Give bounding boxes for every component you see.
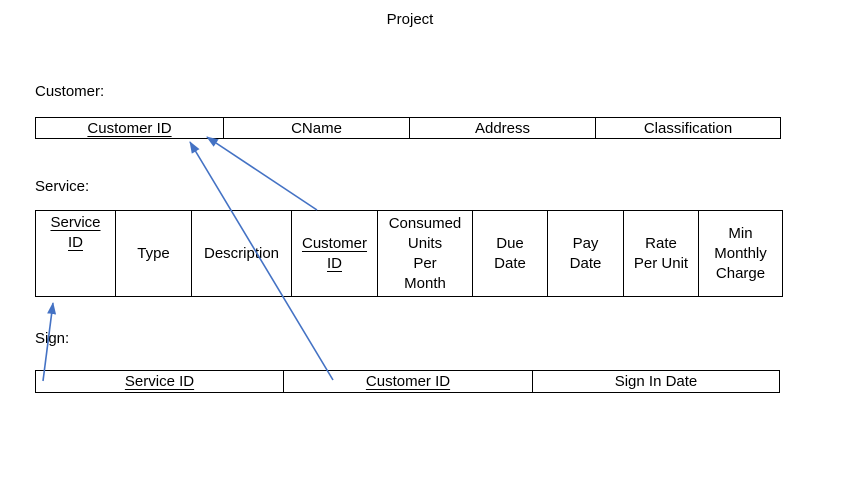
customer-table-label: Customer: bbox=[35, 83, 105, 100]
sign-table-label: Sign: bbox=[35, 330, 70, 347]
customer-col-classification: Classification bbox=[643, 119, 733, 137]
service-col-customer-id: Customer ID bbox=[292, 211, 378, 296]
customer-col-address: Address bbox=[410, 118, 596, 138]
sign-col-service-id: Service ID bbox=[36, 371, 284, 392]
sign-table: Service ID Customer ID Sign In Date bbox=[35, 370, 780, 393]
service-col-min-monthly-charge: Min Monthly Charge bbox=[714, 224, 767, 282]
customer-col-cname: CName bbox=[224, 118, 410, 138]
service-col-consumed-units-per-month: Consumed Units Per Month bbox=[378, 211, 473, 296]
service-col-rate-per-unit: Rate Per Unit bbox=[624, 211, 699, 296]
arrow-service-customer-id-to-customer-customer-id bbox=[206, 136, 318, 211]
service-col-pay-date: Pay Date bbox=[548, 211, 624, 296]
service-col-due-date: Due Date bbox=[473, 211, 548, 296]
service-col-service-id: Service ID bbox=[36, 211, 116, 296]
service-col-type: Type bbox=[116, 211, 192, 296]
customer-col-customer-id: Customer ID bbox=[36, 118, 224, 138]
service-table: Service ID Type Description Customer ID … bbox=[35, 210, 783, 297]
service-table-label: Service: bbox=[35, 178, 90, 195]
customer-table: Customer ID CName Address Classification bbox=[35, 117, 781, 139]
sign-col-customer-id: Customer ID bbox=[284, 371, 533, 392]
service-col-description: Description bbox=[192, 211, 292, 296]
sign-col-sign-in-date: Sign In Date bbox=[614, 373, 698, 390]
page-title: Project bbox=[386, 11, 434, 28]
